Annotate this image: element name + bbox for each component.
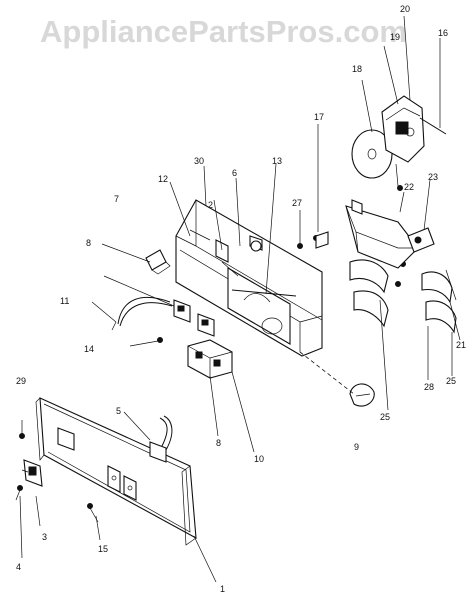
- callout-9: 9: [354, 442, 359, 452]
- wheel-assembly: [351, 95, 447, 187]
- callout-14: 14: [84, 344, 94, 354]
- callout-11: 11: [60, 296, 69, 306]
- callout-15: 15: [98, 544, 108, 554]
- callouts: 1 2 3 4 5 6 7 8 8 9 10 11 12 13 14 15 16…: [16, 4, 466, 594]
- right-bracket: [345, 199, 435, 269]
- callout-16: 16: [438, 28, 448, 38]
- callout-30: 30: [194, 156, 204, 166]
- callout-5: 5: [116, 406, 121, 416]
- bracket-screw: [299, 124, 329, 249]
- watermark: AppliancePartsPros.com: [40, 14, 407, 49]
- callout-29: 29: [16, 376, 26, 386]
- callout-27: 27: [292, 198, 302, 208]
- callout-7: 7: [114, 194, 119, 204]
- callout-13: 13: [272, 156, 282, 166]
- callout-12: 12: [158, 174, 168, 184]
- callout-4: 4: [16, 562, 21, 572]
- lower-switch: [187, 339, 233, 379]
- callout-17: 17: [314, 112, 324, 122]
- callout-8-lower: 8: [216, 438, 221, 448]
- connector: [149, 415, 173, 463]
- callout-23: 23: [428, 172, 438, 182]
- callout-3: 3: [42, 532, 47, 542]
- callout-8-upper: 8: [86, 238, 91, 248]
- callout-20: 20: [400, 4, 410, 14]
- callout-2: 2: [208, 200, 213, 210]
- rocker-switch: [21, 459, 43, 487]
- callout-10: 10: [254, 454, 264, 464]
- callout-19: 19: [390, 32, 400, 42]
- front-panel: [35, 397, 197, 546]
- leader-lines: [19, 15, 461, 583]
- flaps: [349, 259, 457, 334]
- knob: [299, 351, 375, 407]
- switch-wire: [111, 296, 215, 337]
- callout-1: 1: [220, 584, 225, 594]
- callout-18: 18: [352, 64, 362, 74]
- lamp-socket: [145, 249, 171, 275]
- callout-6: 6: [232, 168, 237, 178]
- callout-28: 28: [424, 382, 434, 392]
- screws: [15, 185, 406, 523]
- callout-25-right: 25: [446, 376, 456, 386]
- main-housing: [175, 199, 323, 357]
- callout-25-lower: 25: [380, 412, 390, 422]
- callout-22: 22: [404, 182, 414, 192]
- callout-21: 21: [456, 340, 466, 350]
